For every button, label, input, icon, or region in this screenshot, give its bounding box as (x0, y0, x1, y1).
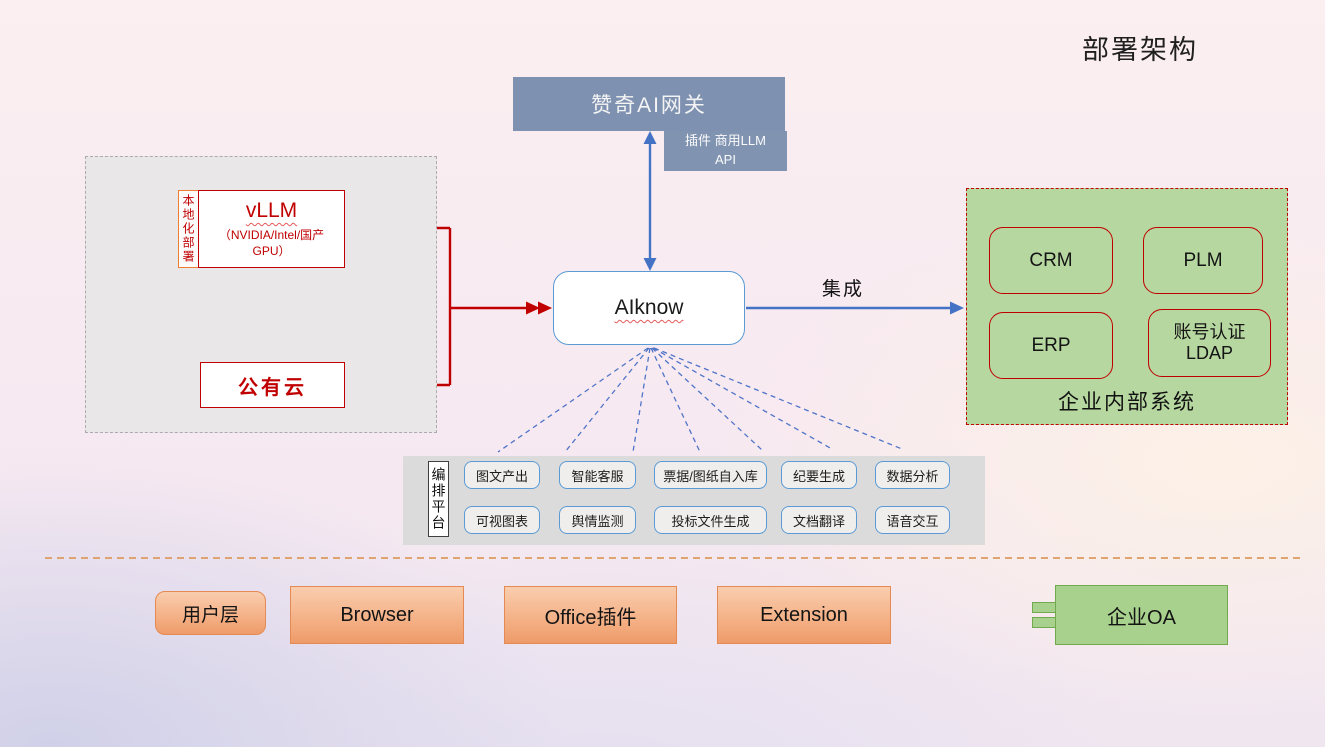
red-arrowhead-outer (538, 301, 552, 315)
ai-gateway-label: 赞奇AI网关 (591, 94, 707, 117)
page-title: 部署架构 (1082, 35, 1198, 65)
system-label-line2: LDAP (1185, 343, 1234, 363)
integration-arrowhead (950, 301, 964, 315)
system-label: PLM (1183, 249, 1223, 271)
internal-systems-region: CRM PLM ERP 账号认证 LDAP 企业内部系统 (966, 188, 1288, 425)
capability-chip: 图文产出 (464, 461, 540, 489)
ai-gateway-box: 赞奇AI网关 (513, 77, 785, 131)
vllm-title: vLLM (245, 198, 298, 222)
dashed-connector (651, 347, 763, 451)
system-label: CRM (1029, 249, 1073, 271)
dashed-fan (497, 347, 903, 453)
aiknow-box: AIknow (553, 271, 745, 345)
system-label: ERP (1031, 334, 1071, 356)
system-box-crm: CRM (989, 227, 1113, 294)
public-cloud-box: 公有云 (200, 362, 345, 408)
capability-chip: 舆情监测 (559, 506, 636, 534)
capability-chip: 票据/图纸自入库 (654, 461, 767, 489)
red-arrowhead-inner (526, 301, 540, 315)
capability-chip: 智能客服 (559, 461, 636, 489)
gateway-plugin-box: 插件 商用LLM API (664, 131, 787, 171)
gateway-plugin-label: 插件 商用LLM API (685, 133, 766, 167)
orchestration-tag: 编排平台 (428, 461, 449, 537)
capability-chip: 投标文件生成 (654, 506, 767, 534)
system-label: 账号认证 (1173, 322, 1246, 343)
integration-label: 集成 (821, 278, 864, 300)
capability-chip: 数据分析 (875, 461, 950, 489)
capability-chip: 纪要生成 (781, 461, 857, 489)
dashed-connector (564, 347, 650, 453)
arrowhead-down (643, 258, 657, 271)
office-plugin-box: Office插件 (504, 586, 677, 644)
dashed-connector (653, 347, 903, 450)
local-deployment-tag: 本地化部署 (178, 190, 199, 268)
dashed-connector (497, 347, 649, 453)
oa-connector-tab (1032, 617, 1056, 628)
internal-systems-caption: 企业内部系统 (1058, 391, 1196, 414)
aiknow-label: AIknow (614, 296, 684, 319)
capability-chip: 可视图表 (464, 506, 540, 534)
dashed-connector (652, 347, 833, 450)
vllm-subtitle: （NVIDIA/Intel/国产GPU） (218, 227, 325, 258)
dashed-connector (650, 347, 701, 453)
system-box-erp: ERP (989, 312, 1113, 379)
extension-box: Extension (717, 586, 891, 644)
arrowhead-up (643, 131, 657, 144)
dashed-connector (632, 347, 651, 453)
capability-chip: 文档翻译 (781, 506, 857, 534)
user-layer-tag: 用户层 (155, 591, 266, 635)
browser-box: Browser (290, 586, 464, 644)
enterprise-oa-box: 企业OA (1055, 585, 1228, 645)
vllm-box: vLLM （NVIDIA/Intel/国产GPU） (198, 190, 345, 268)
orchestration-panel: 编排平台 图文产出 智能客服 票据/图纸自入库 纪要生成 数据分析 可视图表 舆… (403, 456, 985, 545)
system-box-plm: PLM (1143, 227, 1263, 294)
capability-chip: 语音交互 (875, 506, 950, 534)
system-box-ldap: 账号认证 LDAP (1148, 309, 1271, 377)
oa-connector-tab (1032, 602, 1056, 613)
